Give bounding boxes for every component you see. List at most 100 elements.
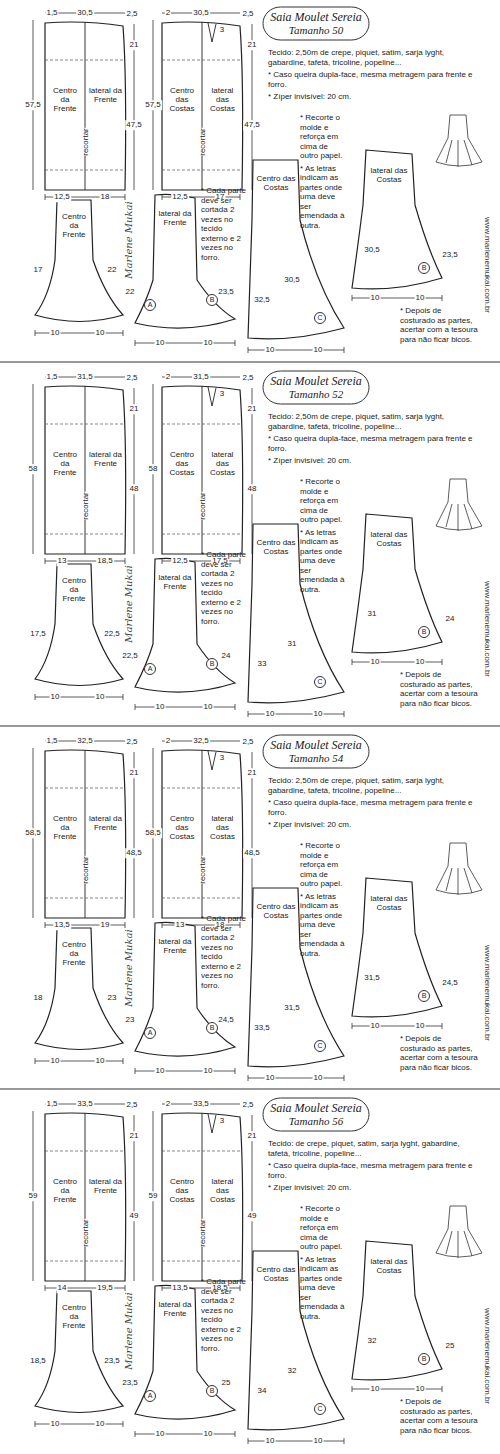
title-cloud: Saia Moulet SereiaTamanho 52 (262, 370, 370, 405)
dimension: 10 (155, 702, 166, 712)
match-letter: B (418, 990, 430, 1002)
match-letter: B (206, 1385, 218, 1397)
note-text: * Zíper invisível: 20 cm. (268, 1183, 473, 1193)
match-letter: B (206, 294, 218, 306)
dimension: 32,5 (76, 736, 94, 746)
note-text: * Cada parte deve ser cortada 2 vezes no… (201, 186, 247, 262)
dimension: 47,5 (243, 120, 261, 130)
signature: Marlene Mukai (124, 929, 134, 1007)
dimension: 10 (313, 345, 324, 355)
dimension: 32,5 (192, 736, 210, 746)
guide-line (162, 424, 242, 425)
dimension: 1,5 (45, 736, 58, 746)
piece-name: Centro das Costas (165, 450, 199, 477)
dimension: 32,5 (253, 295, 271, 305)
dimension: 2,5 (125, 373, 138, 383)
piece-name: Centro das Costas (254, 902, 298, 920)
dimension: 21 (247, 1131, 258, 1141)
dimension: 21 (247, 768, 258, 778)
pattern-piece: Centro da Frente (35, 200, 123, 325)
dimension: 10 (95, 328, 106, 338)
note-text: * Caso queira dupla-face, mesma metragem… (268, 1161, 473, 1180)
guide-line (45, 60, 125, 61)
pattern-piece: Centro das Costaslateral das Costasrecor… (162, 384, 242, 554)
dimension: 34 (257, 1386, 268, 1396)
dimension: 2 (165, 1099, 171, 1109)
dimension: 10 (370, 1384, 381, 1394)
dimension: 17,5 (29, 629, 47, 639)
dimension: 57,5 (144, 100, 162, 110)
dimension: 24 (221, 651, 232, 661)
piece-name: Centro das Costas (254, 538, 298, 556)
size-text: Tamanho 52 (270, 388, 362, 401)
dimension: 22 (107, 265, 118, 275)
dimension: 25 (445, 1341, 456, 1351)
piece-name: lateral das Costas (205, 1177, 240, 1204)
seam-line (202, 386, 203, 554)
note-text: * As letras indicam as partes onde uma d… (300, 1255, 348, 1322)
dimension: 18,5 (96, 556, 114, 566)
dimension: 18,5 (29, 1356, 47, 1366)
seam-line (208, 387, 216, 406)
dimension: 10 (203, 1429, 214, 1439)
dimension: 2 (165, 736, 171, 746)
dimension: 10 (203, 1066, 214, 1076)
dimension: 10 (203, 702, 214, 712)
guide-line (162, 788, 242, 789)
note-text: * Caso queira dupla-face, mesma metragem… (268, 434, 473, 453)
note-text: * Depois de costurado as partes, acertar… (400, 670, 478, 708)
note-text: * Depois de costurado as partes, acertar… (400, 1034, 478, 1072)
guide-line (45, 898, 125, 899)
pattern-piece: Centro das Costaslateral das Costasrecor… (162, 20, 242, 190)
dimension: 10 (95, 1419, 106, 1429)
title-cloud: Saia Moulet SereiaTamanho 50 (262, 6, 370, 41)
dimension: 23,5 (121, 1378, 139, 1388)
dimension: 13,5 (53, 920, 71, 930)
note-text: * Recorte o molde e reforça em cima de o… (300, 841, 348, 889)
dimension: 2,5 (241, 373, 254, 383)
piece-name: Centro da Frente (48, 1177, 82, 1204)
dimension: 24,5 (441, 978, 459, 988)
piece-name: lateral da Frente (88, 86, 123, 104)
seam-line (85, 22, 86, 190)
note-text: Tecido: de crepe, piquet, satim, sarja l… (268, 1139, 473, 1158)
note-text: * Recorte o molde e reforça em cima de o… (300, 113, 348, 161)
dimension: 12,5 (171, 556, 189, 566)
piece-name: Centro das Costas (254, 1265, 298, 1283)
dimension: 23 (107, 993, 118, 1003)
seam-line (208, 751, 216, 770)
title-cloud: Saia Moulet SereiaTamanho 56 (262, 1097, 370, 1132)
dimension: 23,5 (103, 1356, 121, 1366)
dimension: 31,5 (363, 973, 381, 983)
seam-line (208, 1114, 216, 1133)
note-text: * Cada parte deve ser cortada 2 vezes no… (201, 1277, 247, 1353)
piece-border (162, 1113, 243, 1281)
dimension: 21 (129, 1131, 140, 1141)
cut-mark: recortar (81, 128, 90, 156)
match-letter: A (144, 663, 156, 675)
dimension: 33 (257, 659, 268, 669)
piece-name: lateral das Costas (205, 86, 240, 113)
dimension: 13 (175, 920, 186, 930)
dimension: 1,5 (45, 1099, 58, 1109)
match-letter: C (314, 676, 326, 688)
dimension: 57,5 (24, 100, 42, 110)
piece-name: lateral da Frente (154, 209, 196, 227)
dimension: 21 (129, 768, 140, 778)
note-text: Tecido: 2,50m de crepe, piquet, satim, s… (268, 412, 473, 431)
match-letter: B (418, 262, 430, 274)
seam-line (208, 23, 216, 42)
dimension: 10 (155, 1429, 166, 1439)
dimension: 10 (155, 1066, 166, 1076)
dimension: 48,5 (125, 848, 143, 858)
dimension: 31,5 (283, 1003, 301, 1013)
piece-name: lateral das Costas (205, 814, 240, 841)
watermark: www.marlenemukai.com.br (482, 1308, 492, 1404)
dimension: 10 (415, 1384, 426, 1394)
size-text: Tamanho 50 (270, 24, 362, 37)
match-letter: C (314, 1403, 326, 1415)
panel-separator (0, 362, 500, 1089)
dimension: 1,5 (45, 372, 58, 382)
guide-line (45, 788, 125, 789)
signature: Marlene Mukai (124, 1292, 134, 1370)
